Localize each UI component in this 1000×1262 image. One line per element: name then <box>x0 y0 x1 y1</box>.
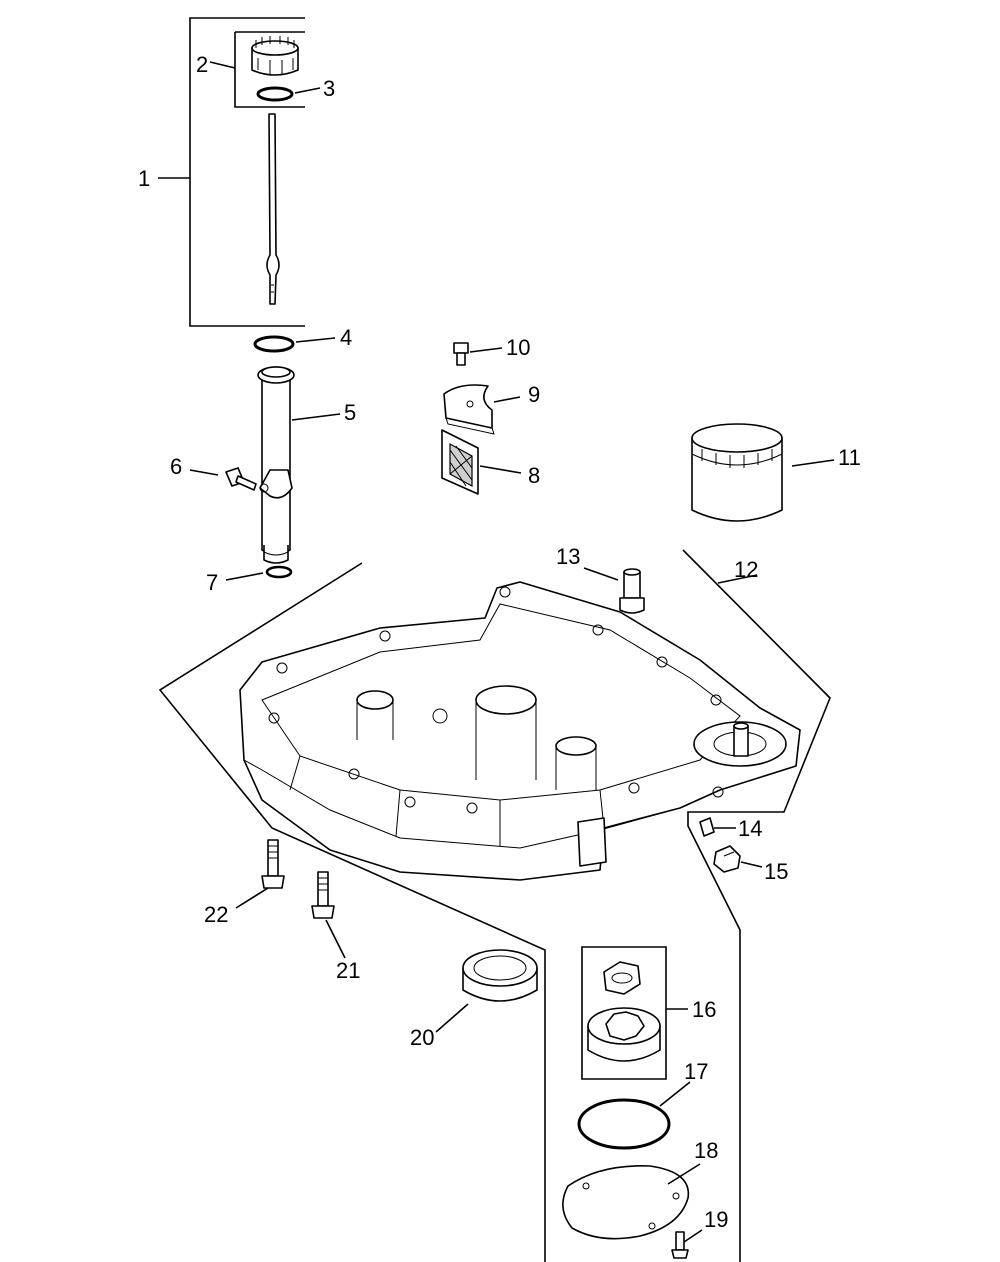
callout-21: 21 <box>336 958 360 983</box>
filter-nipple <box>619 568 645 614</box>
callout-14: 14 <box>738 816 762 841</box>
tube-bottom-o-ring <box>265 565 293 579</box>
cap-o-ring <box>256 86 294 102</box>
callout-15: 15 <box>764 859 788 884</box>
oil-screen <box>441 429 479 495</box>
baffle-plate <box>443 384 495 435</box>
tube-bolt <box>225 467 257 491</box>
pipe-plug <box>699 817 715 837</box>
callout-13: 13 <box>556 544 580 569</box>
callout-17: 17 <box>684 1059 708 1084</box>
long-bolt <box>261 839 285 889</box>
oil-pan-group-outline <box>158 549 831 1262</box>
callout-4: 4 <box>340 325 352 350</box>
callout-12: 12 <box>734 557 758 582</box>
dipstick-blade <box>266 113 280 305</box>
pump-cover <box>562 1165 690 1240</box>
callout-3: 3 <box>323 76 335 101</box>
callout-1: 1 <box>138 166 150 191</box>
outer-rotor <box>587 1007 661 1062</box>
dipstick-assembly-bracket <box>158 17 305 327</box>
dipstick-cap <box>251 36 299 76</box>
oil-filter <box>691 423 783 522</box>
tube-o-ring <box>253 335 295 353</box>
inner-rotor <box>603 961 641 995</box>
drain-plug <box>713 845 741 873</box>
oil-pump-rotor-bracket <box>581 946 688 1080</box>
callout-18: 18 <box>694 1138 718 1163</box>
oil-seal <box>462 949 538 1002</box>
callout-8: 8 <box>528 463 540 488</box>
pump-cover-screw <box>671 1231 689 1259</box>
callout-7: 7 <box>206 570 218 595</box>
short-bolt <box>311 871 335 919</box>
pump-cover-o-ring <box>577 1098 671 1150</box>
callout-10: 10 <box>506 335 530 360</box>
dipstick-tube <box>257 366 295 564</box>
callout-20: 20 <box>410 1025 434 1050</box>
callout-22: 22 <box>204 902 228 927</box>
callout-11: 11 <box>838 445 861 470</box>
oil-pan <box>239 581 801 881</box>
callout-19: 19 <box>704 1207 728 1232</box>
callout-5: 5 <box>344 400 356 425</box>
baffle-bolt <box>453 342 469 366</box>
callout-9: 9 <box>528 382 540 407</box>
callout-16: 16 <box>692 997 716 1022</box>
callout-6: 6 <box>170 454 182 479</box>
callout-2: 2 <box>196 52 208 77</box>
